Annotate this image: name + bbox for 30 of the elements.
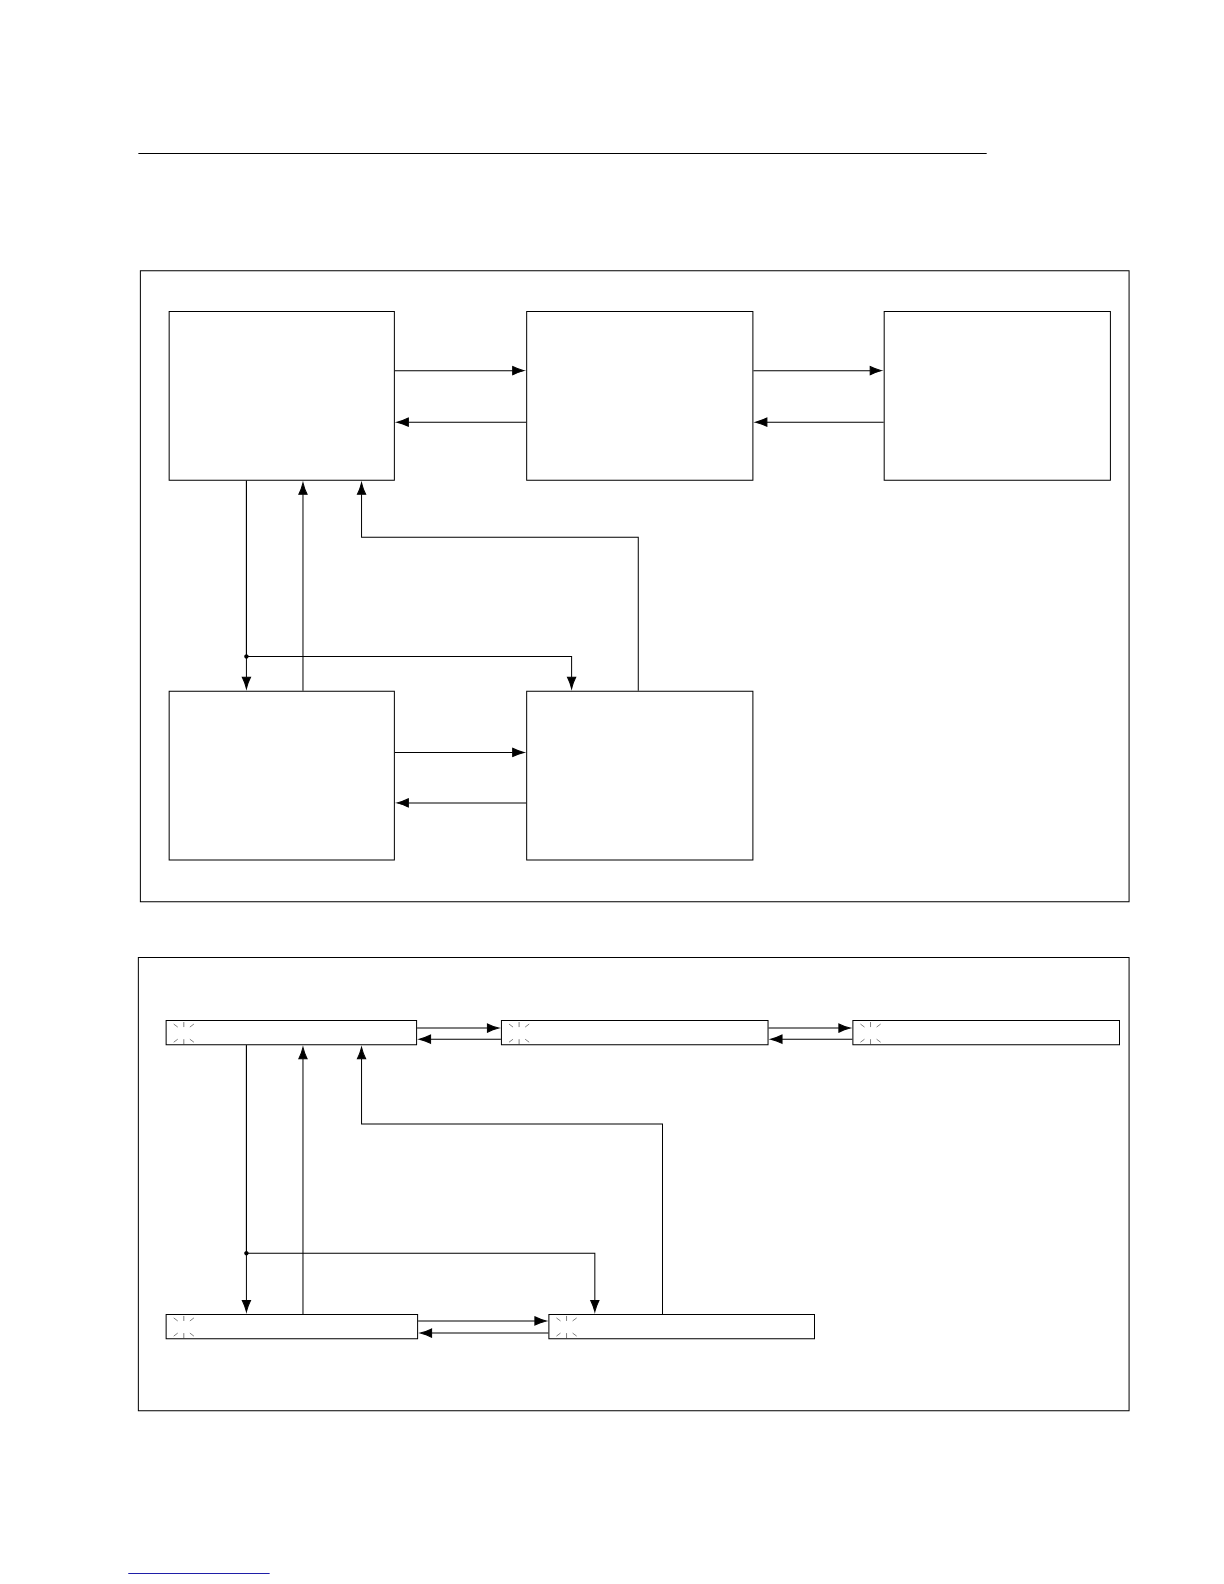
arrow — [298, 1046, 308, 1315]
arrow — [396, 798, 527, 808]
arrow — [755, 417, 885, 427]
arrow — [396, 417, 527, 427]
block-box — [883, 311, 1111, 481]
arrow — [752, 366, 883, 376]
arrow — [770, 1034, 853, 1044]
arrow — [417, 1316, 547, 1326]
arrow — [298, 482, 308, 692]
arrow — [416, 1023, 500, 1033]
block-box — [168, 311, 395, 481]
arrow — [418, 1034, 502, 1044]
arrow — [419, 1328, 549, 1338]
arrow — [394, 366, 525, 376]
block-bar — [852, 1020, 1120, 1046]
frame-box — [137, 956, 1130, 1412]
block-bar — [165, 1020, 418, 1046]
arrow — [768, 1023, 851, 1033]
block-bar — [548, 1313, 815, 1340]
arrow — [394, 747, 525, 758]
block-box — [526, 690, 754, 861]
arrow — [356, 1046, 663, 1315]
block-box — [168, 690, 395, 861]
arrow — [245, 1044, 600, 1313]
arrow — [245, 480, 577, 690]
frame-box — [139, 270, 1130, 903]
block-bar — [165, 1313, 419, 1340]
arrow — [356, 482, 639, 692]
block-bar — [500, 1020, 769, 1046]
block-box — [526, 311, 754, 481]
